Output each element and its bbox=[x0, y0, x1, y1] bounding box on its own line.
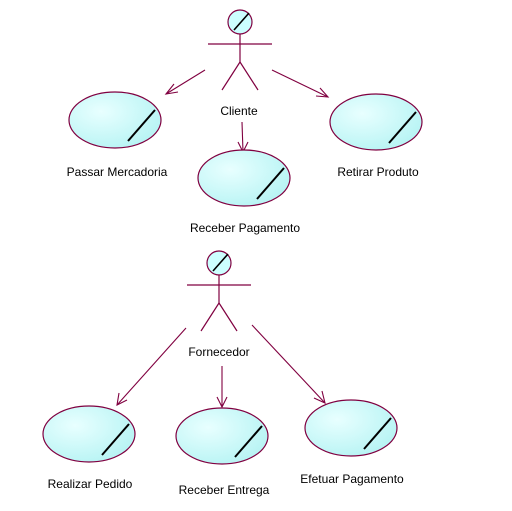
association-line bbox=[241, 121, 244, 153]
association-fornecedor-realizar-pedido[interactable] bbox=[116, 327, 187, 406]
use-case-efetuar-pagamento[interactable]: Efetuar Pagamento bbox=[300, 399, 404, 486]
use-case-label-realizar-pedido: Realizar Pedido bbox=[48, 477, 133, 491]
use-case-ellipse bbox=[197, 149, 291, 207]
arrowhead bbox=[313, 390, 326, 404]
use-case-receber-entrega[interactable]: Receber Entrega bbox=[175, 407, 270, 497]
actor-label-cliente: Cliente bbox=[220, 104, 258, 118]
actor-leg-left bbox=[200, 302, 220, 332]
use-case-passar-mercadoria[interactable]: Passar Mercadoria bbox=[67, 91, 168, 179]
use-case-slash bbox=[256, 167, 285, 200]
association-cliente-retirar-produto[interactable] bbox=[271, 69, 330, 98]
association-fornecedor-receber-entrega[interactable] bbox=[216, 366, 228, 409]
association-line bbox=[271, 69, 329, 98]
arrowhead bbox=[116, 392, 128, 406]
use-case-realizar-pedido[interactable]: Realizar Pedido bbox=[42, 405, 136, 491]
use-case-receber-pagamento[interactable]: Receber Pagamento bbox=[190, 149, 300, 235]
association-line bbox=[165, 69, 206, 95]
use-case-ellipse bbox=[304, 399, 398, 457]
actor-leg-left bbox=[221, 61, 241, 91]
actor-leg-right bbox=[239, 61, 259, 91]
use-case-label-receber-pagamento: Receber Pagamento bbox=[190, 221, 300, 235]
association-cliente-passar-mercadoria[interactable] bbox=[164, 69, 206, 95]
use-case-ellipse bbox=[329, 93, 423, 151]
use-case-label-efetuar-pagamento: Efetuar Pagamento bbox=[300, 472, 404, 486]
association-cliente-receber-pagamento[interactable] bbox=[237, 121, 249, 154]
use-case-slash bbox=[127, 109, 156, 142]
arrowhead bbox=[164, 83, 179, 95]
use-case-ellipse bbox=[68, 91, 162, 149]
actor-label-fornecedor: Fornecedor bbox=[188, 345, 249, 359]
association-line bbox=[116, 327, 187, 406]
association-fornecedor-efetuar-pagamento[interactable] bbox=[251, 324, 326, 404]
use-case-label-receber-entrega: Receber Entrega bbox=[179, 483, 270, 497]
arrowhead bbox=[315, 87, 330, 98]
use-case-label-passar-mercadoria: Passar Mercadoria bbox=[67, 165, 168, 179]
use-case-retirar-produto[interactable]: Retirar Produto bbox=[329, 93, 423, 179]
association-line bbox=[251, 324, 326, 404]
use-case-slash bbox=[388, 111, 417, 144]
use-case-slash bbox=[234, 425, 263, 458]
use-case-slash bbox=[363, 417, 392, 450]
actor-cliente[interactable]: Cliente bbox=[208, 9, 272, 118]
actor-head-slash bbox=[212, 253, 229, 272]
arrowhead bbox=[216, 396, 228, 409]
use-case-label-retirar-produto: Retirar Produto bbox=[337, 165, 419, 179]
actor-fornecedor[interactable]: Fornecedor bbox=[187, 250, 251, 359]
actor-head-slash bbox=[233, 12, 250, 31]
use-case-ellipse bbox=[175, 407, 269, 465]
use-case-slash bbox=[101, 423, 130, 456]
actor-leg-right bbox=[218, 302, 238, 332]
use-case-ellipse bbox=[42, 405, 136, 463]
